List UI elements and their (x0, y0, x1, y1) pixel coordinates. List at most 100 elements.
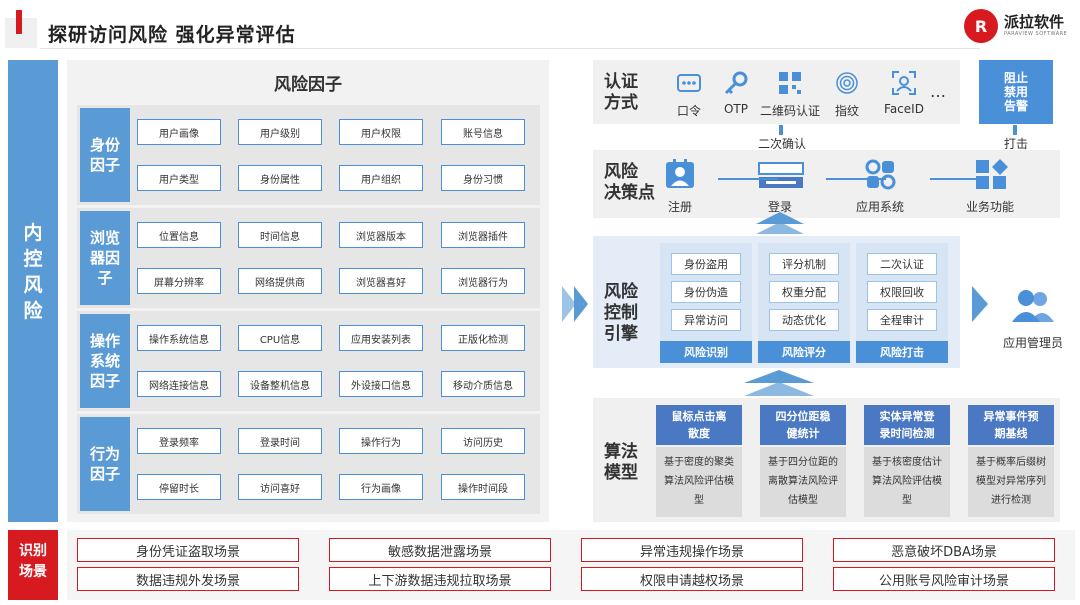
engine-chip: 权重分配 (769, 281, 839, 303)
factor-chip: 用户类型 (137, 165, 221, 191)
auth-method-label: 口令 (676, 104, 701, 118)
algo-model-title: 异常事件预 期基线 (968, 405, 1054, 445)
engine-chip: 评分机制 (769, 253, 839, 275)
factor-chip: 网络提供商 (238, 268, 322, 294)
admin-label: 应用管理员 (1002, 336, 1063, 350)
factor-chip: 浏览器版本 (339, 222, 423, 248)
internal-risk-label: 内 控 风 险 (23, 222, 43, 322)
factor-chip: 登录时间 (238, 428, 322, 454)
factor-chip: 时间信息 (238, 222, 322, 248)
factor-chip: 移动介质信息 (441, 371, 525, 397)
flow-arrow-1 (718, 178, 778, 180)
factor-chip: 账号信息 (441, 119, 525, 145)
admin-users-icon (1008, 286, 1056, 326)
factor-chip: 身份习惯 (441, 165, 525, 191)
factor-category-label: 浏览 器因 子 (80, 211, 130, 305)
risk-factors-title: 风险因子 (274, 75, 342, 95)
decision-step-label: 应用系统 (855, 200, 904, 214)
factor-chip: 正版化检测 (441, 325, 525, 351)
factor-chip: 浏览器喜好 (339, 268, 423, 294)
factor-chip: 浏览器行为 (441, 268, 525, 294)
factor-chip: 浏览器插件 (441, 222, 525, 248)
engine-chip: 身份盗用 (671, 253, 741, 275)
app-system-icon (864, 158, 896, 194)
internal-risk-strip (8, 60, 58, 522)
factor-chip: 网络连接信息 (137, 371, 221, 397)
up-chevrons-bottom (744, 370, 814, 396)
engine-label: 风险 控制 引擎 (604, 282, 638, 344)
register-icon (664, 158, 696, 194)
engine-column-footer: 风险识别 (660, 341, 752, 363)
factor-chip: 用户权限 (339, 119, 423, 145)
factor-category-label: 行为 因子 (80, 417, 130, 511)
algo-model-desc: 基于概率后缀树模型对异常序列进行检测 (968, 447, 1054, 517)
scenario-item: 上下游数据违规拉取场景 (329, 567, 551, 591)
algo-model-desc: 基于四分位距的离散算法风险评估模型 (760, 447, 846, 517)
factor-chip: 操作系统信息 (137, 325, 221, 351)
auth-method-label: OTP (723, 102, 748, 116)
confirm-arrow-stem (779, 125, 783, 135)
auth-method-label: 指纹 (834, 104, 859, 118)
auth-method-label: FaceID (884, 102, 924, 116)
factor-category-label: 身份 因子 (80, 108, 130, 202)
login-icon (758, 158, 804, 194)
factor-chip: 访问喜好 (238, 474, 322, 500)
factor-chip: 行为画像 (339, 474, 423, 500)
factor-chip: 屏幕分辨率 (137, 268, 221, 294)
algo-label: 算法 模型 (604, 442, 638, 483)
factor-chip: 操作行为 (339, 428, 423, 454)
flow-arrow-3 (930, 178, 988, 180)
password-icon (676, 70, 702, 96)
algo-model-title: 实体异常登 录时间检测 (864, 405, 950, 445)
identify-scenario-box (8, 530, 58, 600)
factor-chip: 登录频率 (137, 428, 221, 454)
right-chevrons (562, 286, 588, 322)
scenario-item: 异常违规操作场景 (581, 538, 803, 562)
scenario-item: 恶意破坏DBA场景 (833, 538, 1055, 562)
decision-step-label: 登录 (767, 200, 792, 214)
face-scan-icon (891, 70, 917, 96)
header-divider (40, 48, 980, 49)
engine-chip: 身份伪造 (671, 281, 741, 303)
engine-chip: 动态优化 (769, 309, 839, 331)
factor-chip: 访问历史 (441, 428, 525, 454)
auth-panel (593, 60, 960, 124)
algo-model-desc: 基于核密度估计算法风险评估模型 (864, 447, 950, 517)
factor-chip: 位置信息 (137, 222, 221, 248)
secondary-confirm-label: 二次确认 (757, 137, 806, 151)
logo-subtitle: PARAVIEW SOFTWARE (1004, 31, 1068, 37)
up-chevrons-top (756, 212, 804, 234)
engine-column-footer: 风险打击 (856, 341, 948, 363)
decision-step-label: 业务功能 (965, 200, 1014, 214)
strike-arrow-stem (1013, 125, 1017, 135)
business-icon (974, 158, 1010, 194)
auth-method-label: 二维码认证 (760, 104, 821, 118)
factor-chip: 用户组织 (339, 165, 423, 191)
engine-chip: 异常访问 (671, 309, 741, 331)
factor-category-label: 操作 系统 因子 (80, 314, 130, 408)
engine-chip: 权限回收 (867, 281, 937, 303)
page-title: 探研访问风险 强化异常评估 (48, 24, 296, 46)
identify-scenario-label: 识别 场景 (19, 543, 47, 580)
scenario-item: 身份凭证盗取场景 (77, 538, 299, 562)
algo-model-desc: 基于密度的聚类算法风险评估模型 (656, 447, 742, 517)
factor-chip: 身份属性 (238, 165, 322, 191)
scenario-item: 公用账号风险审计场景 (833, 567, 1055, 591)
factor-chip: 外设接口信息 (339, 371, 423, 397)
logo-name: 派拉软件 (1004, 13, 1065, 31)
factor-chip: 应用安装列表 (339, 325, 423, 351)
block-alarm-box: 阻止 禁用 告警 (979, 60, 1053, 124)
factor-chip: 用户级别 (238, 119, 322, 145)
algo-model-title: 鼠标点击离 散度 (656, 405, 742, 445)
strike-label: 打击 (1003, 137, 1028, 151)
factor-chip: CPU信息 (238, 325, 322, 351)
algo-model-title: 四分位距稳 健统计 (760, 405, 846, 445)
fingerprint-icon (834, 70, 860, 96)
factor-chip: 用户画像 (137, 119, 221, 145)
scenario-item: 数据违规外发场景 (77, 567, 299, 591)
more-methods: … (930, 82, 946, 101)
decision-label: 风险 决策点 (604, 162, 655, 203)
engine-chip: 全程审计 (867, 309, 937, 331)
engine-chip: 二次认证 (867, 253, 937, 275)
factor-chip: 操作时间段 (441, 474, 525, 500)
